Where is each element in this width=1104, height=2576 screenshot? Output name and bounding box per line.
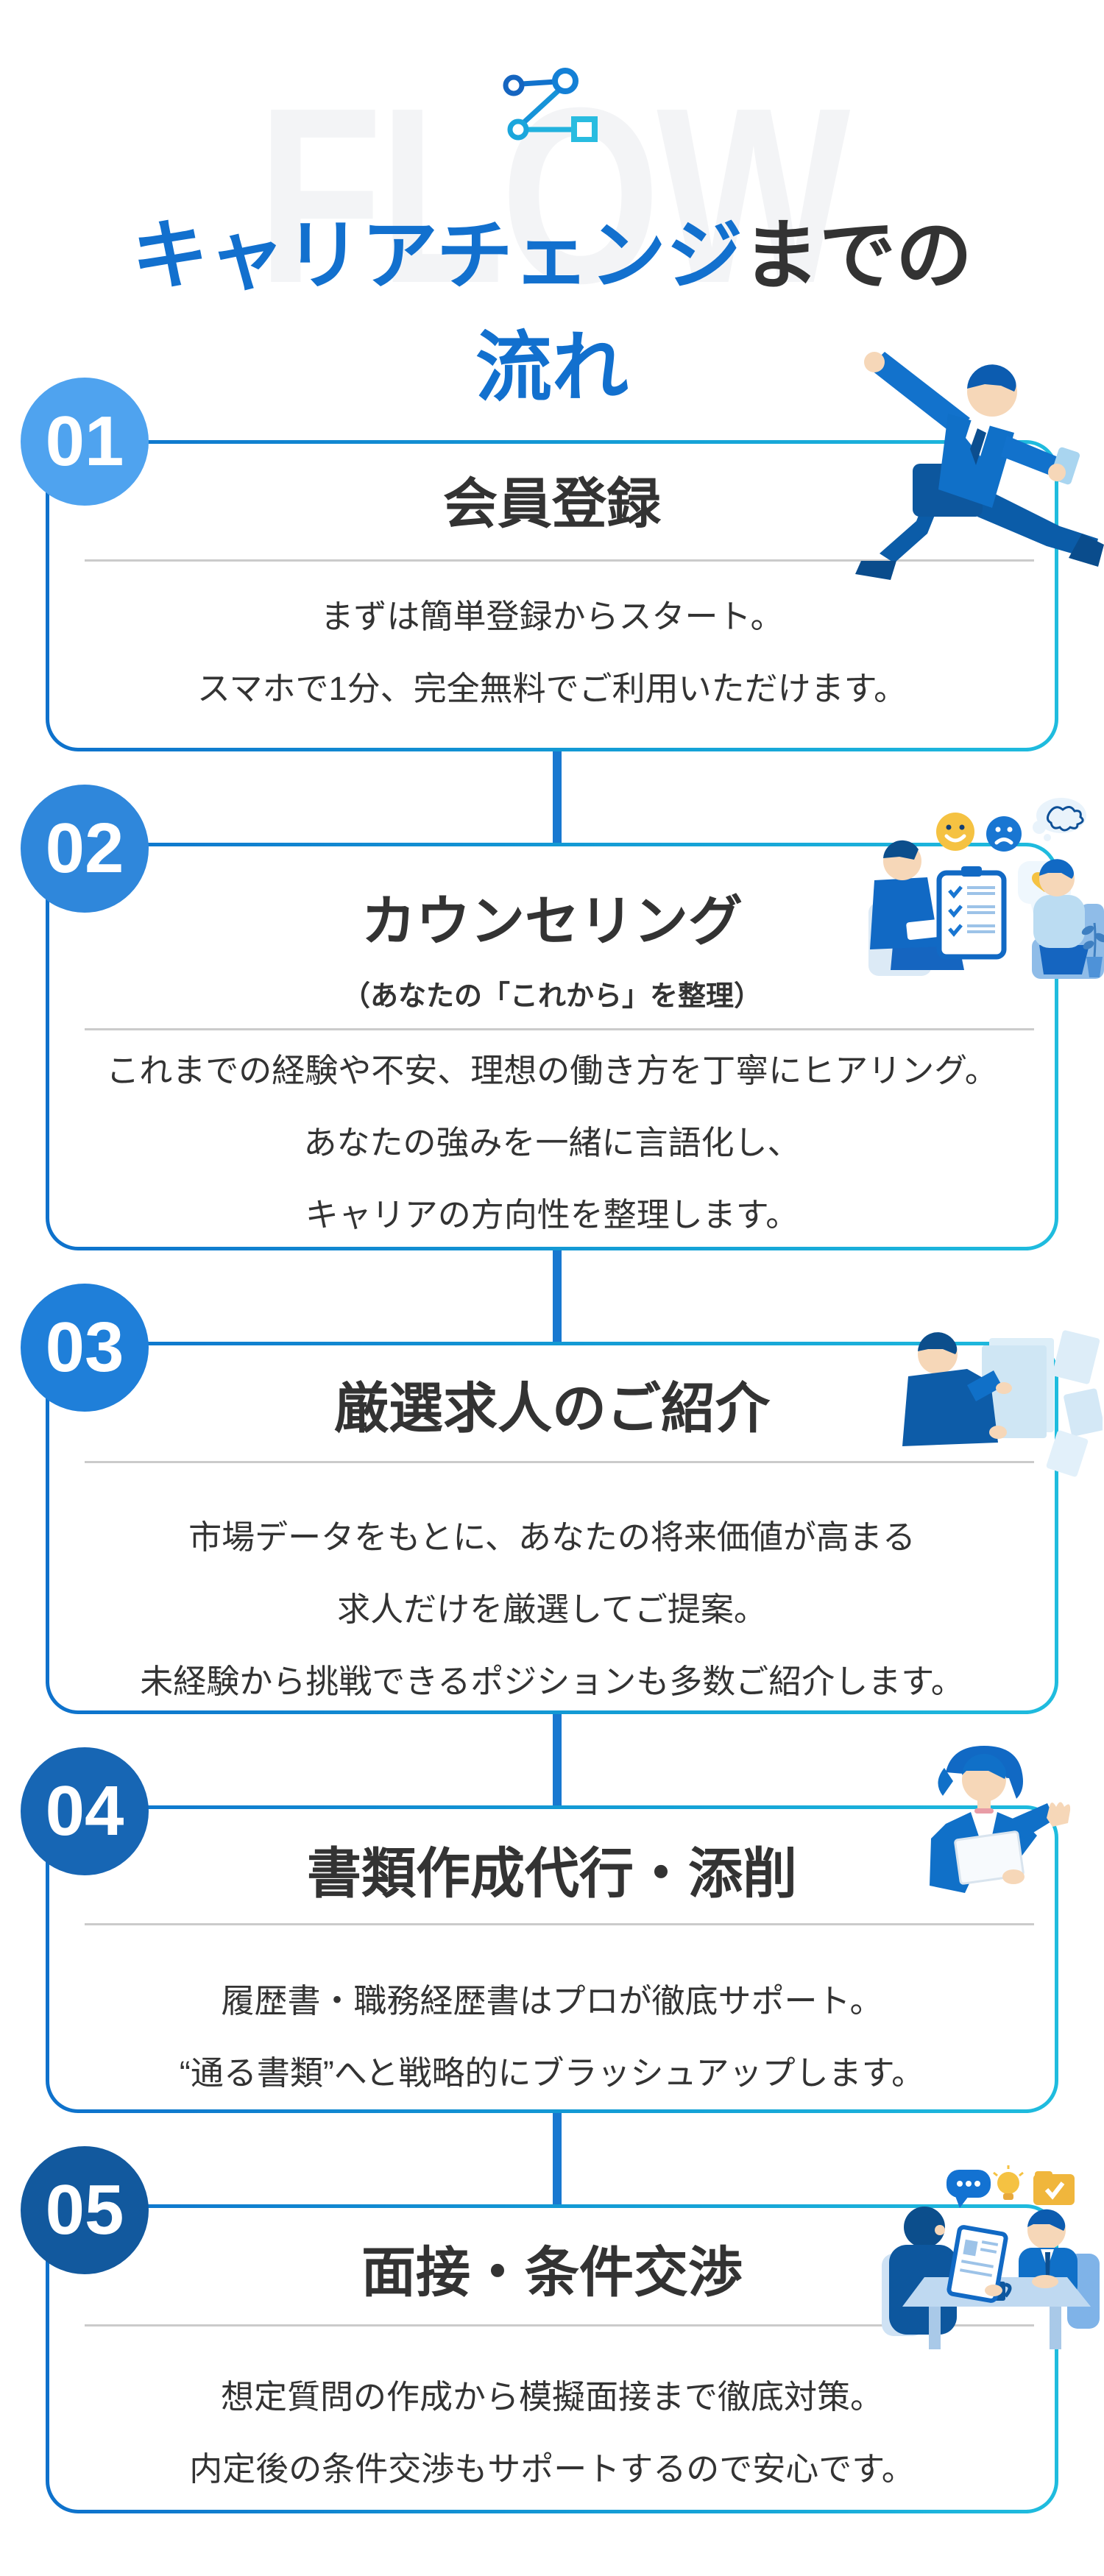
step-2-body: これまでの経験や不安、理想の働き方を丁寧にヒアリング。 あなたの強みを一緒に言語… (106, 1052, 998, 1234)
step-4-divider (85, 1923, 1034, 1925)
page-title-line2: 流れ (475, 325, 629, 411)
page-title: キャリアチェンジまでの 流れ (0, 200, 1104, 424)
step-2-divider (85, 1028, 1034, 1030)
running-businessman-illustration (855, 352, 1104, 580)
businessman-with-documents-illustration (902, 1330, 1103, 1477)
step-3-card: 厳選求人のご紹介 市場データをもとに、あなたの将来価値が高まる 求人だけを厳選し… (46, 1342, 1058, 1714)
step-2-title: カウンセリング (361, 891, 743, 952)
step-2-number-badge: 02 (21, 785, 149, 913)
flow-connector-4 (553, 2113, 562, 2204)
counseling-session-illustration (868, 798, 1104, 979)
step-1-card: 会員登録 まずは簡単登録からスタート。 スマホで1分、完全無料でご利用いただけま… (46, 440, 1058, 751)
step-3-divider (85, 1461, 1034, 1463)
step-4-title: 書類作成代行・添削 (307, 1843, 797, 1904)
flow-connector-1 (553, 751, 562, 843)
step-4-number-badge: 04 (21, 1747, 149, 1875)
step-1-title: 会員登録 (443, 473, 661, 534)
step-5-divider (85, 2324, 1034, 2326)
step-2-subtitle: （あなたの「これから」を整理） (342, 981, 762, 1012)
page-title-line1: キャリアチェンジまでの (0, 200, 1104, 312)
title-highlight: キャリアチェンジ (132, 213, 743, 299)
flow-watermark: FLOW (257, 56, 851, 336)
businesswoman-presenting-illustration (930, 1746, 1071, 1893)
step-3-body: 市場データをもとに、あなたの将来価値が高まる 求人だけを厳選してご提案。 未経験… (140, 1518, 964, 1700)
step-1-number-badge: 01 (21, 378, 149, 506)
step-1-divider (85, 559, 1034, 562)
flow-connector-3 (553, 1714, 562, 1805)
step-3-title: 厳選求人のご紹介 (334, 1378, 770, 1439)
flow-connector-2 (553, 1250, 562, 1342)
interview-negotiation-illustration (882, 2165, 1100, 2349)
title-rest: までの (742, 213, 972, 299)
step-1-body: まずは簡単登録からスタート。 スマホで1分、完全無料でご利用いただけます。 (197, 598, 907, 707)
flowchart-icon (503, 68, 598, 142)
step-5-number-badge: 05 (21, 2146, 149, 2274)
step-3-number-badge: 03 (21, 1284, 149, 1412)
step-5-title: 面接・条件交渉 (361, 2242, 743, 2303)
step-4-body: 履歴書・職務経歴書はプロが徹底サポート。 “通る書類”へと戦略的にブラッシュアッ… (179, 1982, 925, 2092)
step-4-card: 書類作成代行・添削 履歴書・職務経歴書はプロが徹底サポート。 “通る書類”へと戦… (46, 1805, 1058, 2113)
step-5-body: 想定質問の作成から模擬面接まで徹底対策。 内定後の条件交渉もサポートするので安心… (189, 2378, 915, 2488)
